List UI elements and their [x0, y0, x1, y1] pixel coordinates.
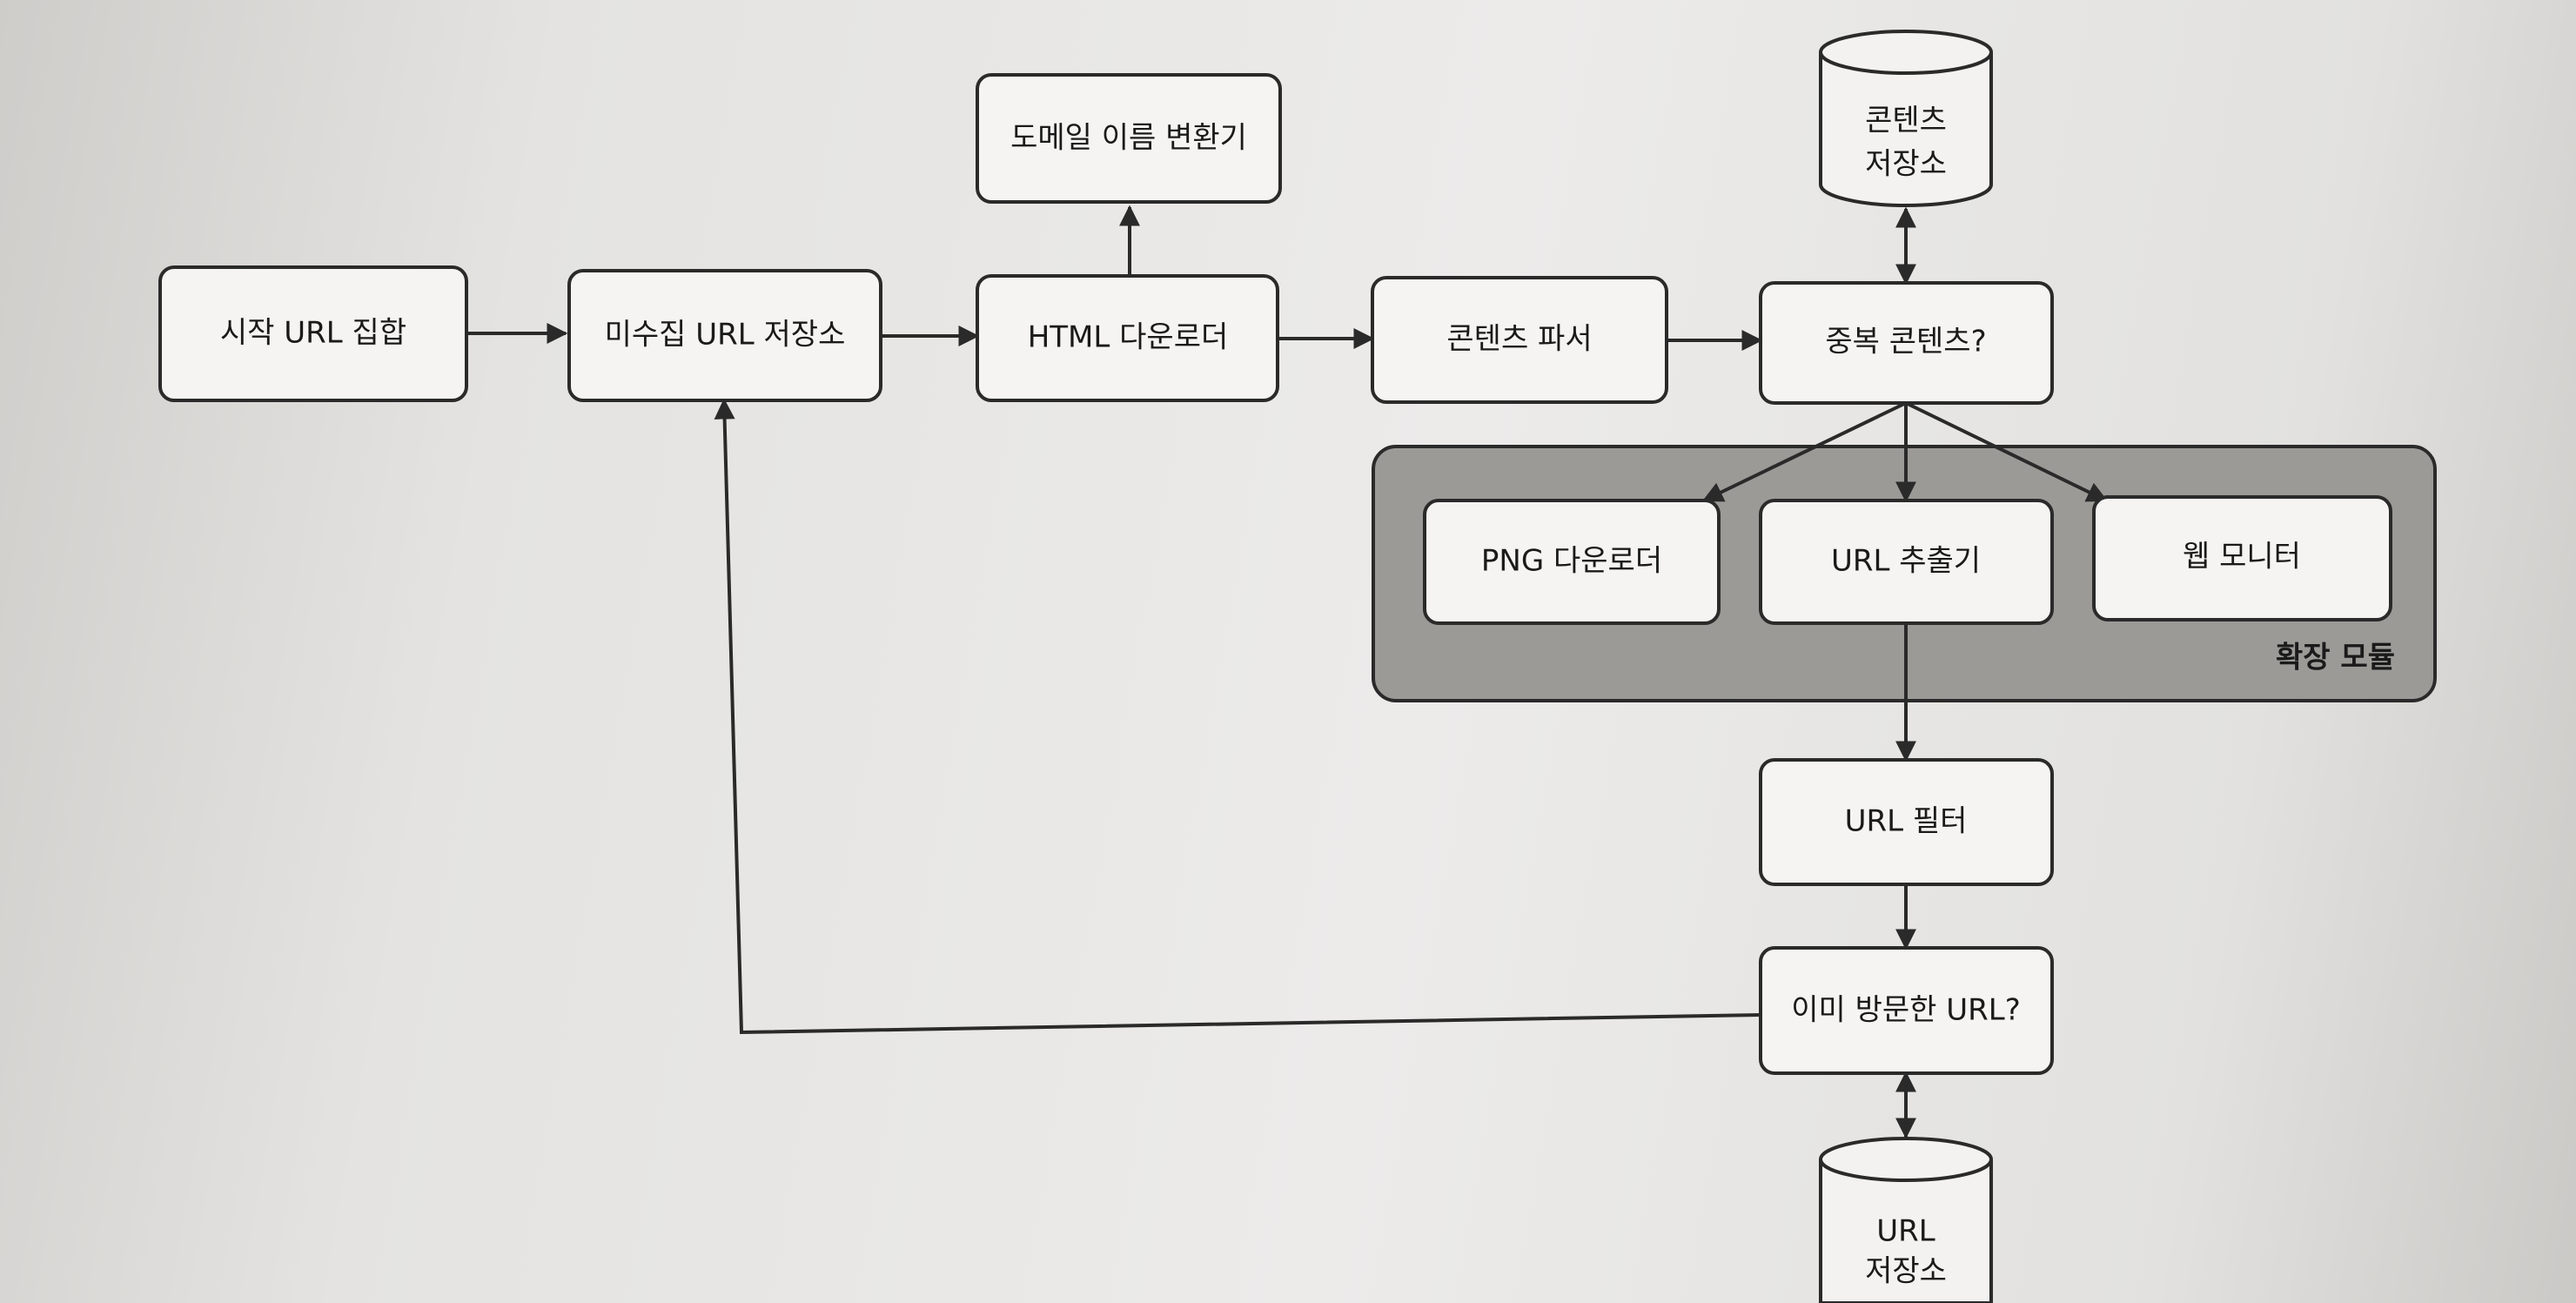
edges: [466, 205, 2109, 1139]
visited-check-label: 이미 방문한 URL?: [1791, 993, 2021, 1028]
content-store-label-line2: 저장소: [1865, 147, 1947, 182]
node-web-monitor: 웹 모니터: [2092, 495, 2392, 621]
png-downloader-label: PNG 다운로더: [1481, 544, 1662, 579]
node-png-downloader: PNG 다운로더: [1423, 499, 1721, 625]
duplicate-check-label: 중복 콘텐츠?: [1825, 325, 1986, 359]
content-store-label-line1: 콘텐츠: [1865, 104, 1947, 138]
node-frontier: 미수집 URL 저장소: [567, 269, 882, 402]
node-content-store: 콘텐츠 저장소: [1819, 30, 1993, 207]
edge-duplicate-to-png: [1701, 401, 1907, 502]
node-seed-urls: 시작 URL 집합: [158, 265, 468, 402]
extension-module-label: 확장 모듈: [2276, 641, 2395, 675]
html-downloader-label: HTML 다운로더: [1028, 320, 1229, 355]
frontier-label: 미수집 URL 저장소: [605, 318, 846, 353]
node-visited-check: 이미 방문한 URL?: [1759, 946, 2054, 1075]
dns-resolver-label: 도메일 이름 변환기: [1010, 121, 1247, 156]
edge-visited-to-frontier: [714, 398, 1761, 1035]
node-content-parser: 콘텐츠 파서: [1371, 276, 1668, 404]
url-filter-label: URL 필터: [1845, 804, 1968, 839]
node-url-extractor: URL 추출기: [1759, 499, 2054, 625]
url-store-label-line1: URL: [1876, 1214, 1935, 1249]
content-parser-label: 콘텐츠 파서: [1446, 322, 1592, 357]
seed-urls-label: 시작 URL 집합: [220, 316, 406, 351]
node-url-store: URL 저장소: [1819, 1137, 1993, 1303]
edge-duplicate-to-monitor: [1905, 401, 2109, 502]
node-url-filter: URL 필터: [1759, 758, 2054, 886]
web-monitor-label: 웹 모니터: [2183, 540, 2301, 574]
node-dns-resolver: 도메일 이름 변환기: [976, 73, 1282, 204]
url-extractor-label: URL 추출기: [1831, 544, 1981, 579]
url-store-label-line2: 저장소: [1865, 1254, 1947, 1289]
node-duplicate-check: 중복 콘텐츠?: [1759, 281, 2054, 405]
node-html-downloader: HTML 다운로더: [976, 274, 1279, 402]
